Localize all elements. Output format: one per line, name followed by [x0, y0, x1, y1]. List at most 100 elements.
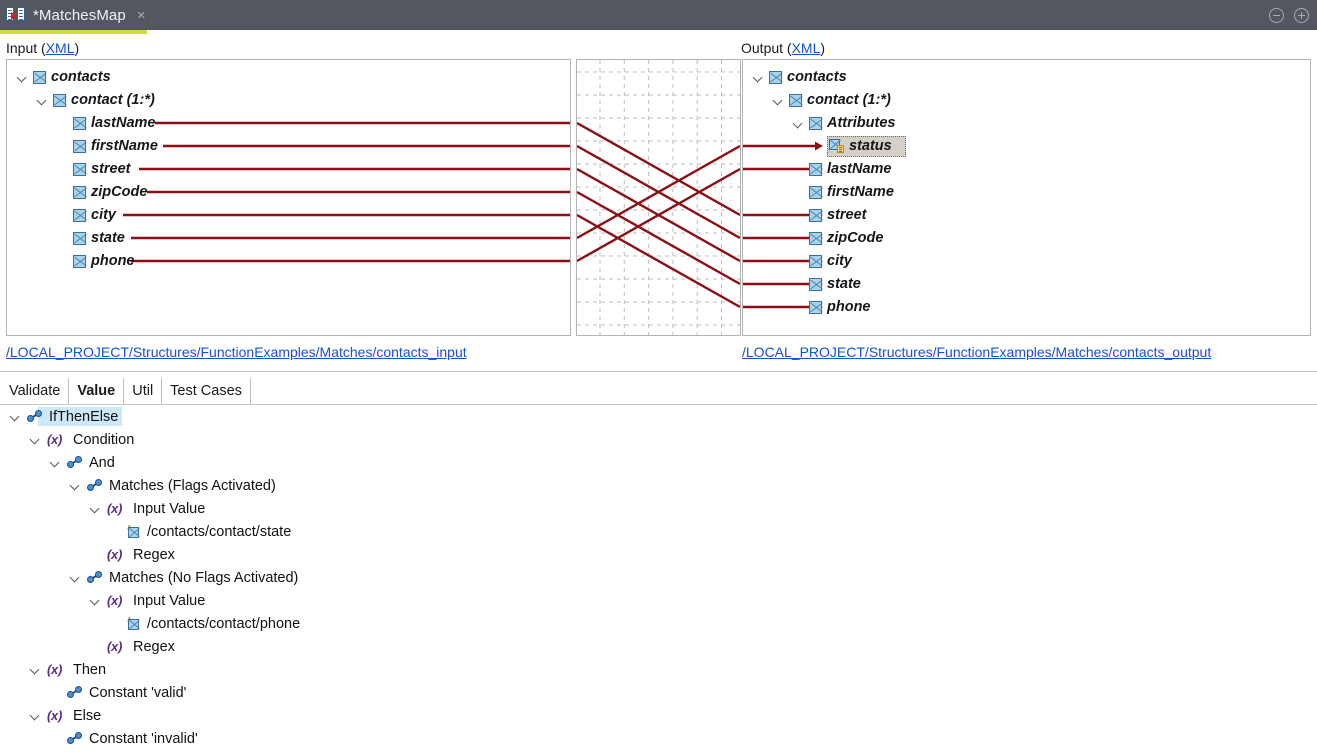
chevron-down-icon[interactable] — [10, 411, 21, 422]
chevron-down-icon[interactable] — [37, 95, 48, 106]
tree-node-phone[interactable]: phone — [57, 250, 135, 272]
tab-label: Test Cases — [170, 383, 242, 399]
output-label-prefix: Output ( — [741, 40, 792, 56]
function-tree-row[interactable]: (x)Condition — [30, 428, 134, 451]
element-icon — [769, 70, 782, 84]
tab-validate[interactable]: Validate — [5, 378, 70, 404]
tree-node-city[interactable]: city — [57, 204, 116, 226]
tab-label: Util — [132, 383, 154, 399]
tree-node-firstname[interactable]: firstName — [793, 181, 894, 203]
chevron-down-icon[interactable] — [30, 710, 41, 721]
tree-node-street[interactable]: street — [57, 158, 131, 180]
tree-node-lastname[interactable]: lastName — [793, 158, 891, 180]
tree-node-zipcode[interactable]: zipCode — [793, 227, 883, 249]
tree-node-street[interactable]: street — [793, 204, 867, 226]
function-tree-row-label: IfThenElse — [49, 408, 119, 425]
chevron-down-icon[interactable] — [50, 457, 61, 468]
element-icon — [73, 231, 86, 245]
tab-value[interactable]: Value — [69, 378, 125, 404]
selected-node-highlight — [827, 136, 907, 157]
function-tree-row-label: /contacts/contact/phone — [147, 615, 301, 632]
variable-icon: (x) — [107, 593, 122, 608]
tab-test-cases[interactable]: Test Cases — [162, 378, 251, 404]
window-controls — [1269, 0, 1309, 30]
function-tree-row-label: Then — [73, 661, 107, 678]
tree-node-label: street — [827, 207, 867, 223]
tree-node-firstname[interactable]: firstName — [57, 135, 158, 157]
function-tree-row-label: Regex — [133, 546, 175, 563]
tree-node-contact-1-[interactable]: contact (1:*) — [37, 89, 155, 111]
function-tree-row[interactable]: /contacts/contact/phone — [110, 612, 300, 635]
close-icon[interactable]: × — [136, 6, 146, 24]
attribute-icon — [829, 139, 844, 153]
selected-row-highlight — [38, 407, 122, 426]
input-structure-path-link[interactable]: /LOCAL_PROJECT/Structures/FunctionExampl… — [6, 344, 467, 360]
chevron-down-icon[interactable] — [90, 503, 101, 514]
tree-node-contact-1-[interactable]: contact (1:*) — [773, 89, 891, 111]
function-tree-row-label: Condition — [73, 431, 135, 448]
minimize-icon[interactable] — [1269, 7, 1284, 23]
chevron-down-icon[interactable] — [773, 95, 784, 106]
function-tree-row[interactable]: (x)Then — [30, 658, 106, 681]
function-tree-row-label: Else — [73, 707, 102, 724]
element-icon — [789, 93, 802, 107]
tree-node-label: phone — [827, 299, 871, 315]
function-tree-row[interactable]: Constant 'valid' — [50, 681, 186, 704]
chevron-down-icon[interactable] — [70, 572, 81, 583]
chevron-down-icon[interactable] — [30, 664, 41, 675]
function-tree-row[interactable]: (x)Input Value — [90, 589, 205, 612]
tree-node-status[interactable]: status — [813, 135, 892, 157]
function-tree-row[interactable]: (x)Else — [30, 704, 101, 727]
function-tree-row-label: Matches (Flags Activated) — [109, 477, 276, 494]
function-tree-row[interactable]: Matches (No Flags Activated) — [70, 566, 298, 589]
input-label-prefix: Input ( — [6, 40, 46, 56]
tree-node-label: zipCode — [91, 184, 148, 200]
chevron-down-icon[interactable] — [17, 72, 28, 83]
output-xml-link[interactable]: XML — [791, 40, 821, 56]
element-icon — [73, 162, 86, 176]
function-tree-row[interactable]: (x)Regex — [90, 635, 175, 658]
tree-node-label: street — [91, 161, 131, 177]
tree-node-zipcode[interactable]: zipCode — [57, 181, 147, 203]
function-icon — [67, 731, 83, 746]
chevron-down-icon[interactable] — [90, 595, 101, 606]
editor-tab-matchesmap[interactable]: *MatchesMap × — [0, 0, 156, 30]
function-tree-row[interactable]: (x)Input Value — [90, 497, 205, 520]
input-xml-link[interactable]: XML — [45, 40, 75, 56]
output-pane-label: Output (XML) — [741, 40, 825, 56]
function-tree-row[interactable]: IfThenElse — [10, 405, 118, 428]
function-tree-row[interactable]: And — [50, 451, 115, 474]
mapping-connection-grid[interactable] — [576, 59, 741, 336]
tree-node-phone[interactable]: phone — [793, 296, 871, 318]
tree-node-state[interactable]: state — [793, 273, 861, 295]
chevron-down-icon[interactable] — [70, 480, 81, 491]
function-tree-row-label: Input Value — [133, 500, 206, 517]
chevron-down-icon[interactable] — [30, 434, 41, 445]
function-tree-row[interactable]: Matches (Flags Activated) — [70, 474, 276, 497]
chevron-down-icon[interactable] — [793, 118, 804, 129]
function-tree-row[interactable]: Constant 'invalid' — [50, 727, 198, 750]
function-tree-row[interactable]: (x)Regex — [90, 543, 175, 566]
function-tree-row[interactable]: /contacts/contact/state — [110, 520, 291, 543]
tree-node-state[interactable]: state — [57, 227, 125, 249]
element-icon — [809, 300, 822, 314]
maximize-icon[interactable] — [1294, 7, 1309, 23]
chevron-down-icon[interactable] — [753, 72, 764, 83]
tree-node-contacts[interactable]: contacts — [17, 66, 111, 88]
tree-node-attributes[interactable]: Attributes — [793, 112, 895, 134]
function-tree-row-label: Constant 'valid' — [89, 684, 187, 701]
function-icon — [87, 570, 103, 585]
tree-node-lastname[interactable]: lastName — [57, 112, 155, 134]
tree-node-label: contact (1:*) — [807, 92, 891, 108]
element-icon — [73, 254, 86, 268]
output-label-suffix: ) — [820, 40, 826, 56]
tree-node-city[interactable]: city — [793, 250, 852, 272]
output-structure-path-link[interactable]: /LOCAL_PROJECT/Structures/FunctionExampl… — [742, 344, 1212, 360]
title-bar: *MatchesMap × — [0, 0, 1317, 30]
tree-node-contacts[interactable]: contacts — [753, 66, 847, 88]
tab-util[interactable]: Util — [124, 378, 163, 404]
